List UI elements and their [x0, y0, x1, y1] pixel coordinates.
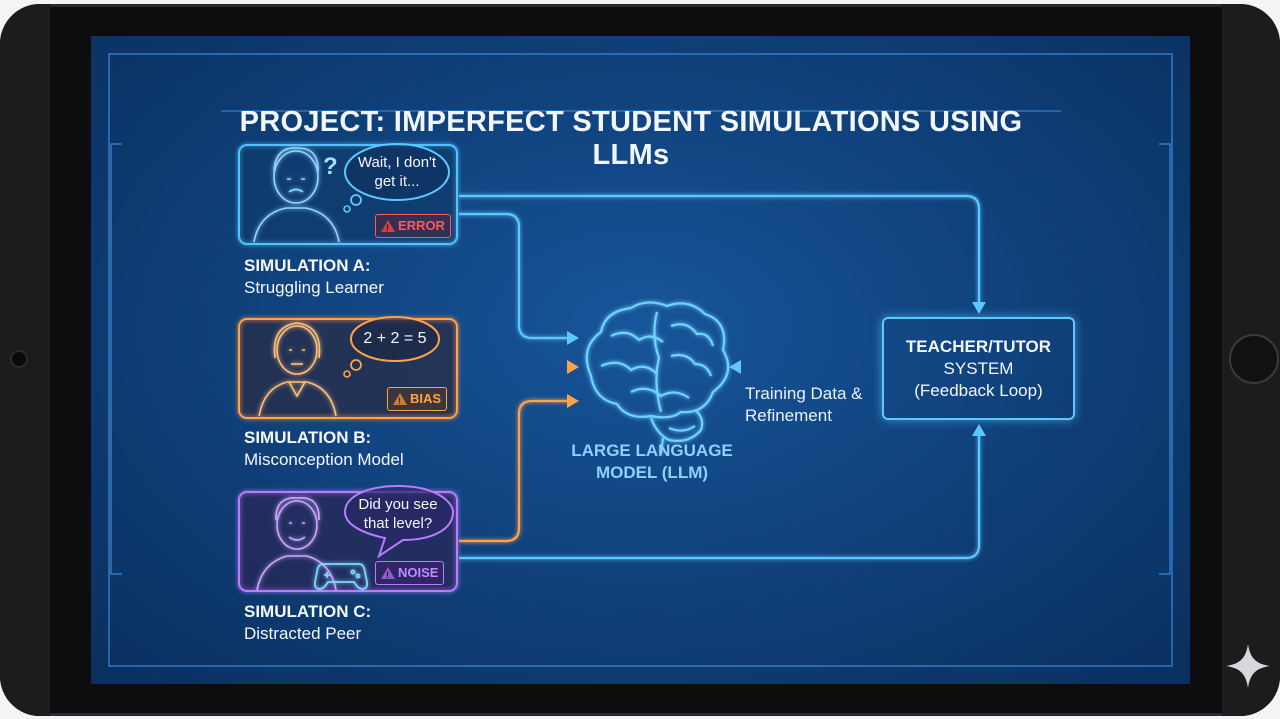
- simulation-c-label: SIMULATION C: Distracted Peer: [244, 601, 371, 645]
- llm-label: LARGE LANGUAGE MODEL (LLM): [571, 441, 733, 482]
- warning-icon: !: [381, 567, 395, 580]
- arrowhead-teacher-llm: [729, 360, 741, 374]
- badge-bias-label: BIAS: [410, 391, 442, 406]
- badge-error-label: ERROR: [398, 218, 445, 233]
- simulation-c-subtitle: Distracted Peer: [244, 624, 362, 643]
- feedback-edge-label: Training Data & Refinement: [745, 384, 863, 425]
- warning-icon: !: [393, 393, 407, 406]
- edge-sim-c-to-llm: [459, 399, 569, 543]
- teacher-line-2: SYSTEM: [943, 358, 1014, 378]
- home-button[interactable]: [1229, 334, 1279, 384]
- brain-icon: [585, 301, 730, 455]
- badge-bias: BIAS: [387, 387, 448, 411]
- page-title: PROJECT: IMPERFECT STUDENT SIMULATIONS U…: [239, 106, 1023, 171]
- student-avatar-icon: [256, 497, 337, 591]
- arrowhead-sim-a-llm: [567, 331, 579, 345]
- arrowhead-sim-b-llm: [567, 360, 579, 374]
- edge-sim-c-to-teacher: [459, 434, 981, 560]
- badge-noise-label: NOISE: [398, 565, 439, 580]
- simulation-a-label: SIMULATION A: Struggling Learner: [244, 255, 384, 299]
- speech-bubble-c: [343, 484, 455, 559]
- outer-frame: [108, 53, 1173, 667]
- thought-bubble-a: [344, 143, 450, 201]
- bubble-text-c: Did you see that level?: [358, 496, 438, 532]
- camera-icon: [12, 352, 26, 366]
- badge-error: ERROR: [375, 214, 451, 238]
- simulation-a-subtitle: Struggling Learner: [244, 278, 384, 297]
- simulation-b-heading: SIMULATION B:: [244, 428, 372, 447]
- thought-bubble-b: [350, 316, 440, 362]
- gamepad-icon: [313, 563, 369, 590]
- badge-noise: NOISE: [375, 561, 445, 585]
- warning-icon: !: [381, 220, 395, 233]
- svg-text:!: !: [398, 396, 401, 406]
- diagram-screen: ? ! ! !: [91, 36, 1190, 684]
- simulation-c-heading: SIMULATION C:: [244, 602, 372, 621]
- left-bracket: [110, 143, 122, 575]
- arrowhead-to-teacher-bottom: [972, 424, 986, 436]
- simulation-a-heading: SIMULATION A:: [244, 256, 371, 275]
- bubble-text-a: Wait, I don't get it...: [357, 154, 437, 190]
- edge-sim-a-to-llm: [459, 212, 569, 340]
- student-avatar-icon: [258, 322, 337, 417]
- diagram-lines: ? ! ! !: [108, 53, 1173, 667]
- simulation-b-subtitle: Misconception Model: [244, 450, 404, 469]
- teacher-tutor-box: TEACHER/TUTOR SYSTEM (Feedback Loop): [882, 317, 1075, 420]
- arrowhead-sim-c-llm: [567, 394, 579, 408]
- right-bracket: [1159, 143, 1171, 575]
- sparkle-icon: [1226, 644, 1270, 688]
- question-mark-icon: ?: [323, 153, 338, 180]
- teacher-line-1: TEACHER/TUTOR: [905, 336, 1052, 356]
- student-avatar-icon: [253, 147, 340, 243]
- arrowhead-to-teacher-top: [972, 302, 986, 314]
- teacher-line-3: (Feedback Loop): [914, 380, 1043, 400]
- svg-text:!: !: [386, 223, 389, 233]
- simulation-b-label: SIMULATION B: Misconception Model: [244, 427, 404, 471]
- bubble-text-b: 2 + 2 = 5: [363, 330, 427, 347]
- svg-text:!: !: [386, 570, 389, 580]
- edge-sim-a-to-teacher: [459, 194, 981, 304]
